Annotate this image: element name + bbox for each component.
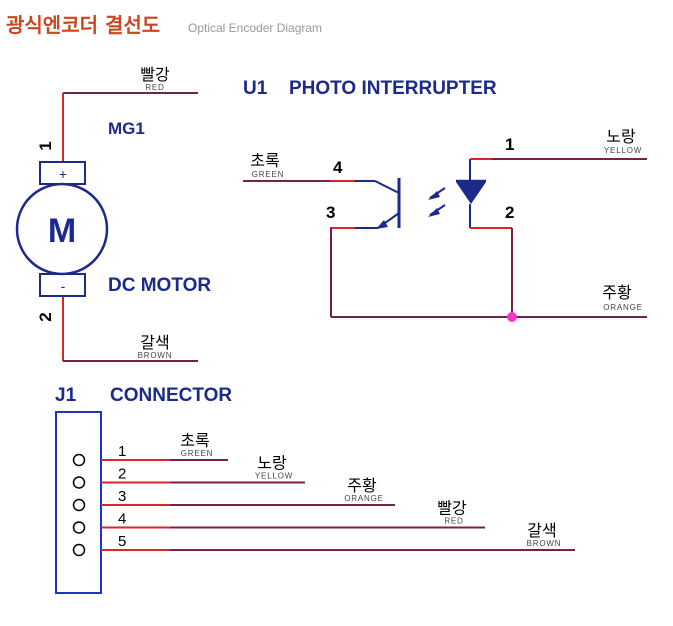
motor-ref-label: MG1 (108, 119, 145, 138)
motor-name-label: DC MOTOR (108, 275, 211, 296)
connector-pin-number: 3 (118, 488, 126, 505)
connector-wire-korean: 노랑 (257, 454, 287, 473)
page-title: 광식엔코더 결선도 (6, 13, 160, 37)
pin4-wire-korean: 초록 (250, 151, 279, 170)
interrupter-name-label: PHOTO INTERRUPTER (289, 78, 497, 99)
motor-symbol: M (48, 212, 76, 250)
connector-wire-english: RED (444, 517, 463, 526)
connector-body (55, 411, 102, 594)
pin1-wire-english: YELLOW (604, 146, 642, 155)
connector-name-label: CONNECTOR (110, 385, 232, 406)
common-wire-korean: 주황 (602, 283, 632, 302)
connector-wire-english: GREEN (181, 449, 213, 458)
motor-icon (15, 182, 109, 276)
motor-wire1-korean: 빨강 (140, 65, 170, 84)
page-subtitle: Optical Encoder Diagram (188, 21, 322, 35)
interrupter-pin-1: 1 (505, 135, 514, 154)
motor-minus-sign: - (61, 278, 66, 294)
phototransistor-icon (355, 178, 401, 229)
motor-wire2-korean: 갈색 (140, 333, 169, 352)
motor-pin-1: 1 (36, 141, 55, 150)
connector-ref-label: J1 (55, 385, 77, 406)
connector-wire-english: ORANGE (344, 494, 383, 503)
junction-dot (507, 312, 517, 322)
photo-interrupter: U1 PHOTO INTERRUPTER 초록 GREEN 4 3 (243, 78, 647, 322)
interrupter-pin-4: 4 (333, 158, 343, 177)
motor-wire1-english: RED (145, 83, 164, 92)
motor-wire2-english: BROWN (138, 351, 173, 360)
connector-wire-korean: 초록 (180, 431, 209, 450)
interrupter-pin-2: 2 (505, 203, 514, 222)
led-icon (456, 159, 486, 228)
motor-pin-2: 2 (36, 312, 55, 321)
connector-pin-number: 5 (118, 533, 126, 550)
dc-motor: + - M 1 2 MG1 DC MOTOR 빨강 RED 갈색 BROWN (15, 65, 211, 362)
connector-socket-icon (72, 453, 86, 467)
connector-wire-korean: 주황 (347, 476, 377, 495)
connector-socket-icon (72, 476, 86, 489)
connector-pin-number: 2 (118, 466, 126, 483)
pin4-wire-english: GREEN (252, 170, 284, 179)
interrupter-pin-3: 3 (326, 203, 335, 222)
connector-socket-icon (72, 498, 86, 512)
motor-plus-sign: + (59, 166, 67, 182)
connector-wire-korean: 갈색 (527, 521, 556, 540)
connector-pin-number: 1 (118, 443, 126, 460)
connector-pin-number: 4 (118, 511, 126, 528)
connector-socket-icon (72, 521, 86, 534)
common-wire-english: ORANGE (603, 303, 642, 312)
light-arrows-icon (428, 187, 446, 217)
connector-wire-korean: 빨강 (437, 499, 467, 518)
connector-wire-english: YELLOW (255, 472, 293, 481)
connector-wire-english: BROWN (527, 539, 562, 548)
interrupter-ref-label: U1 (243, 78, 268, 99)
connector: J1 CONNECTOR 1초록GREEN2노랑YELLOW3주황ORANGE4… (55, 385, 575, 594)
connector-socket-icon (72, 543, 86, 557)
pin1-wire-korean: 노랑 (606, 127, 636, 146)
